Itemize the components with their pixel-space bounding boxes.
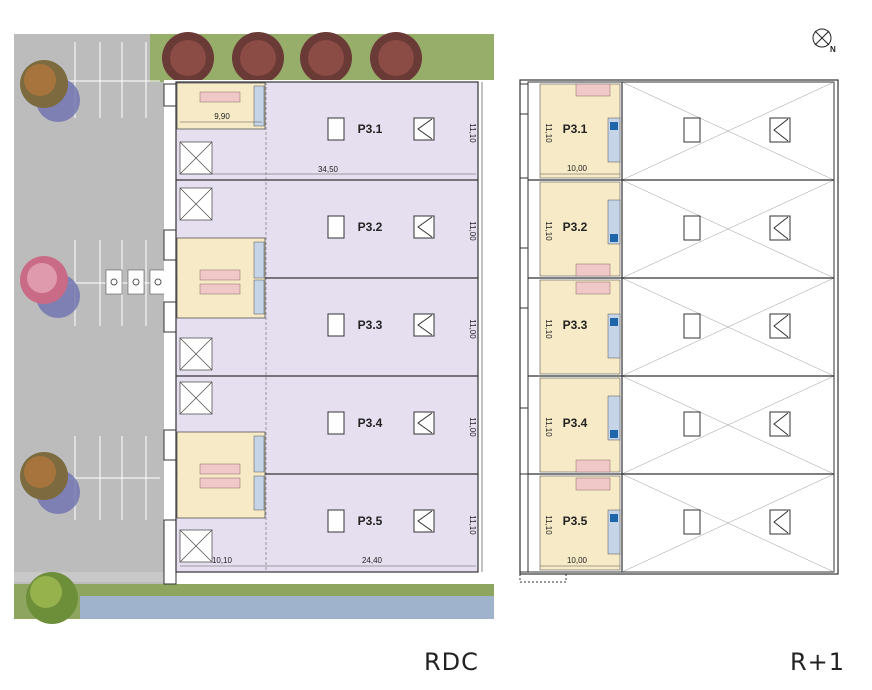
- r1-stairs: [575, 83, 611, 491]
- door-icon: [413, 117, 435, 141]
- r1-separators: [528, 82, 834, 572]
- unit-depth: 11,10: [544, 515, 553, 535]
- water-basin: [80, 596, 494, 619]
- unit-depth: 11,10: [544, 123, 553, 143]
- accessible-parking-icons: [105, 269, 167, 295]
- unit-label: P3.4: [563, 416, 588, 430]
- unit-depth: 11,10: [544, 319, 553, 339]
- floor-caption-rdc: RDC: [424, 648, 479, 676]
- rdc-unit-p33: P3.3 11,00: [327, 313, 477, 339]
- north-letter: N: [830, 45, 836, 54]
- rdc-offices: [176, 82, 266, 519]
- unit-depth: 11,00: [468, 221, 477, 241]
- floor-caption-r1: R+1: [790, 648, 846, 676]
- dim-r1-bottom: 10,00: [567, 556, 588, 565]
- r1-side-doors: [519, 83, 567, 583]
- unit-label: P3.5: [358, 514, 383, 528]
- dim-bottom-left: 10,10: [212, 556, 233, 565]
- office-p32-p33: [176, 237, 266, 319]
- unit-label: P3.1: [563, 122, 588, 136]
- r1-offices: [539, 83, 621, 571]
- unit-depth: 11,10: [544, 221, 553, 241]
- rdc-restrooms: [253, 85, 265, 511]
- unit-label: P3.1: [358, 122, 383, 136]
- rdc-units: P3.1 11,10 P3.2 11,00 P3.3 11,00 P3.4 11…: [327, 117, 477, 535]
- parking-lines: [60, 42, 160, 520]
- dim-total-width: 34,50: [318, 165, 339, 174]
- rdc-dimension-lines: [180, 121, 476, 567]
- unit-depth: 11,10: [468, 515, 477, 535]
- door-icon: [413, 509, 435, 533]
- dim-office-width: 9,90: [214, 112, 230, 121]
- north-arrow-icon: N: [812, 28, 836, 54]
- parking-lot: [14, 34, 166, 584]
- rdc-stairs: [199, 91, 241, 489]
- hatch-icon: [327, 117, 345, 141]
- hatch-icon: [327, 215, 345, 239]
- unit-label: P3.3: [563, 318, 588, 332]
- rdc-building: P3.1 11,10 P3.2 11,00 P3.3 11,00 P3.4 11…: [163, 80, 494, 585]
- rdc-unit-p35: P3.5 11,10: [327, 509, 477, 535]
- side-doors: [163, 83, 177, 585]
- r1-bay-icons: [683, 117, 791, 535]
- rdc-unit-p34: P3.4 11,00: [327, 411, 477, 437]
- unit-label: P3.4: [358, 416, 383, 430]
- unit-label: P3.5: [563, 514, 588, 528]
- office-p34-p35: [176, 431, 266, 519]
- r1-units: P3.1 11,10 P3.2 11,10 P3.3 11,10 P3.4 11…: [544, 122, 588, 535]
- dim-bottom-right: 24,40: [362, 556, 383, 565]
- unit-label: P3.2: [358, 220, 383, 234]
- trees-top: [162, 32, 422, 84]
- unit-depth: 11,00: [468, 417, 477, 437]
- unit-depth: 11,10: [468, 123, 477, 143]
- hatch-icon: [327, 509, 345, 533]
- r1-building: P3.1 11,10 P3.2 11,10 P3.3 11,10 P3.4 11…: [519, 79, 839, 583]
- accessible-wc-icons: [610, 122, 618, 522]
- unit-label: P3.3: [358, 318, 383, 332]
- void-crosses: [621, 81, 835, 573]
- dim-r1-top: 10,00: [567, 164, 588, 173]
- door-icon: [413, 411, 435, 435]
- hatch-icon: [327, 411, 345, 435]
- rdc-unit-p32: P3.2 11,00: [327, 215, 477, 241]
- unit-label: P3.2: [563, 220, 588, 234]
- unit-depth: 11,10: [544, 417, 553, 437]
- dock-boxes: [179, 141, 213, 563]
- trees-left: [20, 60, 80, 624]
- door-icon: [413, 313, 435, 337]
- door-icon: [413, 215, 435, 239]
- office-p31: [176, 82, 266, 130]
- hatch-icon: [327, 313, 345, 337]
- unit-depth: 11,00: [468, 319, 477, 339]
- rdc-unit-p31: P3.1 11,10: [327, 117, 477, 143]
- r1-dimension-lines: [540, 173, 620, 567]
